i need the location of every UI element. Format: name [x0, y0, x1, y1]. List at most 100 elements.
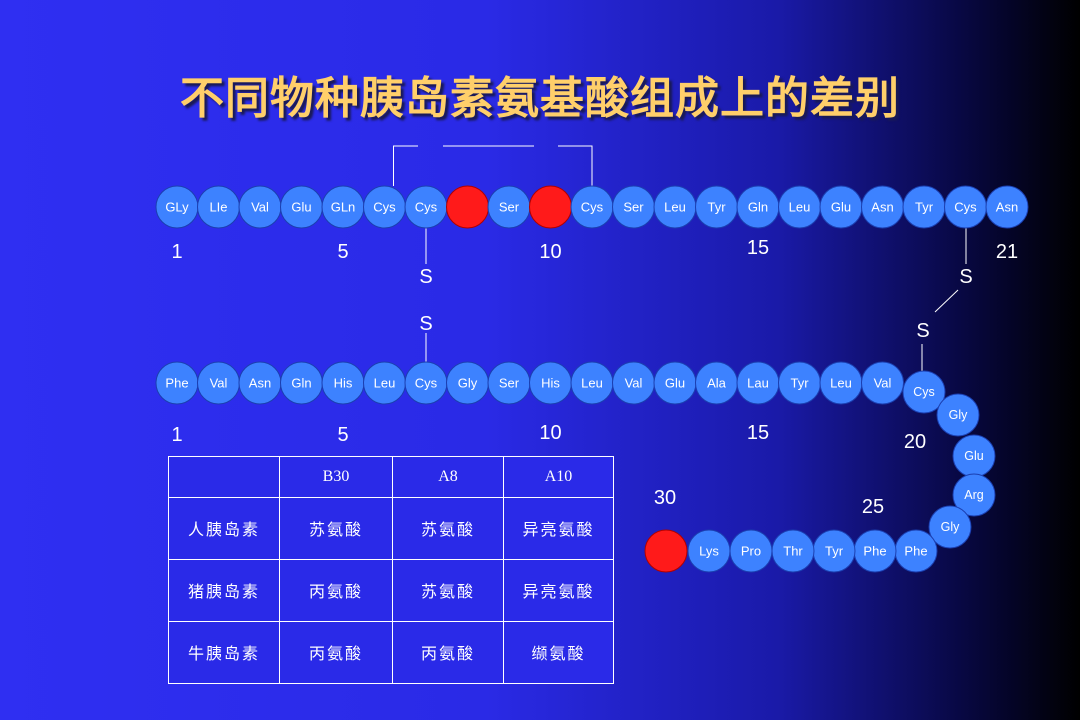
residue-label: Cys	[415, 200, 438, 215]
residue-label: His	[334, 376, 353, 391]
residue-label: Gly	[458, 376, 478, 391]
position-number: 10	[539, 241, 561, 263]
residue-label: Tyr	[790, 376, 809, 391]
residue-label: Glu	[665, 376, 685, 391]
sulfur-label: S	[916, 320, 929, 342]
residue-label: Ser	[499, 200, 520, 215]
residue-label: Asn	[871, 200, 893, 215]
residue-label: Cys	[581, 200, 604, 215]
sulfur-label: S	[419, 313, 432, 335]
residue-bead	[928, 505, 972, 549]
residue-label: Gln	[748, 200, 768, 215]
residue-label: Val	[874, 376, 892, 391]
position-number: 1	[171, 424, 182, 446]
residue-label: Ser	[623, 200, 644, 215]
table-row: 猪胰岛素 丙氨酸 苏氨酸 异亮氨酸	[168, 558, 614, 622]
residue-bead	[985, 185, 1029, 229]
species-cell: 牛胰岛素	[168, 620, 280, 685]
sulfur-label: S	[959, 266, 972, 288]
residue-label: LIe	[209, 200, 227, 215]
sulfur-label: S	[419, 266, 432, 288]
table-cell: 苏氨酸	[392, 496, 504, 560]
position-number: 10	[539, 422, 561, 444]
residue-label: Leu	[581, 376, 603, 391]
residue-label: Arg	[964, 488, 984, 502]
residue-label: Val	[210, 376, 228, 391]
residue-label: Lys	[699, 544, 719, 559]
residue-bead	[952, 473, 996, 517]
residue-bead-highlight	[529, 185, 572, 229]
residue-label: Pro	[741, 544, 761, 559]
position-number: 21	[996, 241, 1018, 263]
position-number: 20	[904, 431, 926, 453]
residue-label: Glu	[291, 200, 311, 215]
species-cell: 猪胰岛素	[168, 558, 280, 622]
table-cell: 丙氨酸	[279, 558, 393, 622]
table-header-cell: A10	[503, 456, 614, 498]
residue-bead	[861, 361, 904, 405]
residue-label: Cys	[415, 376, 438, 391]
residue-label: Gln	[291, 376, 311, 391]
residue-bead-highlight	[446, 185, 489, 229]
residue-bead	[687, 529, 731, 573]
position-number: 5	[337, 241, 348, 263]
residue-label: Thr	[783, 544, 803, 559]
residue-label: Gly	[941, 520, 961, 534]
residue-label: Cys	[954, 200, 977, 215]
residue-label: Lau	[747, 376, 769, 391]
species-difference-table: B30 A8 A10 人胰岛素 苏氨酸 苏氨酸 异亮氨酸 猪胰岛素 丙氨酸 苏氨…	[168, 456, 614, 685]
table-cell: 异亮氨酸	[503, 558, 614, 622]
residue-label: Ser	[499, 376, 520, 391]
residue-bead	[936, 393, 980, 437]
residue-label: Cys	[913, 385, 935, 399]
position-number: 25	[862, 496, 884, 518]
table-row: 人胰岛素 苏氨酸 苏氨酸 异亮氨酸	[168, 496, 614, 560]
table-cell: 缬氨酸	[503, 620, 614, 685]
residue-bead	[902, 370, 946, 414]
residue-label: Leu	[830, 376, 852, 391]
residue-label: Gly	[949, 408, 969, 422]
residue-label: Leu	[374, 376, 396, 391]
residue-label: Tyr	[825, 544, 844, 559]
position-number: 5	[337, 424, 348, 446]
residue-label: Leu	[664, 200, 686, 215]
residue-label: Tyr	[707, 200, 726, 215]
table-cell: 异亮氨酸	[503, 496, 614, 560]
table-cell: 丙氨酸	[279, 620, 393, 685]
table-row: 牛胰岛素 丙氨酸 丙氨酸 缬氨酸	[168, 620, 614, 685]
species-cell: 人胰岛素	[168, 496, 280, 560]
residue-label: Glu	[964, 449, 984, 463]
residue-label: Cys	[373, 200, 396, 215]
position-number: 15	[747, 422, 769, 444]
position-number: 1	[171, 241, 182, 263]
table-cell: 苏氨酸	[279, 496, 393, 560]
disulfide-bond-line	[558, 145, 593, 186]
residue-label: Ala	[707, 376, 727, 391]
residue-label: Asn	[249, 376, 271, 391]
position-number: 30	[654, 487, 676, 509]
residue-label: Leu	[789, 200, 811, 215]
page-title: 不同物种胰岛素氨基酸组成上的差别	[180, 73, 900, 124]
residue-label: Val	[251, 200, 269, 215]
table-cell: 丙氨酸	[392, 620, 504, 685]
residue-label: GLy	[165, 200, 189, 215]
residue-label: Val	[625, 376, 643, 391]
residue-label: His	[541, 376, 560, 391]
table-header-cell	[168, 456, 280, 498]
table-cell: 苏氨酸	[392, 558, 504, 622]
residue-label: GLn	[331, 200, 356, 215]
disulfide-bond-line	[934, 289, 959, 313]
table-header-cell: A8	[392, 456, 504, 498]
residue-bead-highlight	[644, 529, 688, 573]
residue-label: Phe	[863, 544, 886, 559]
residue-label: Glu	[831, 200, 851, 215]
residue-label: Asn	[996, 200, 1018, 215]
disulfide-bond-line	[393, 145, 418, 186]
table-header-cell: B30	[279, 456, 393, 498]
position-number: 15	[747, 237, 769, 259]
residue-label: Tyr	[915, 200, 934, 215]
residue-label: Phe	[904, 544, 927, 559]
table-header-row: B30 A8 A10	[168, 456, 614, 498]
residue-label: Phe	[165, 376, 188, 391]
